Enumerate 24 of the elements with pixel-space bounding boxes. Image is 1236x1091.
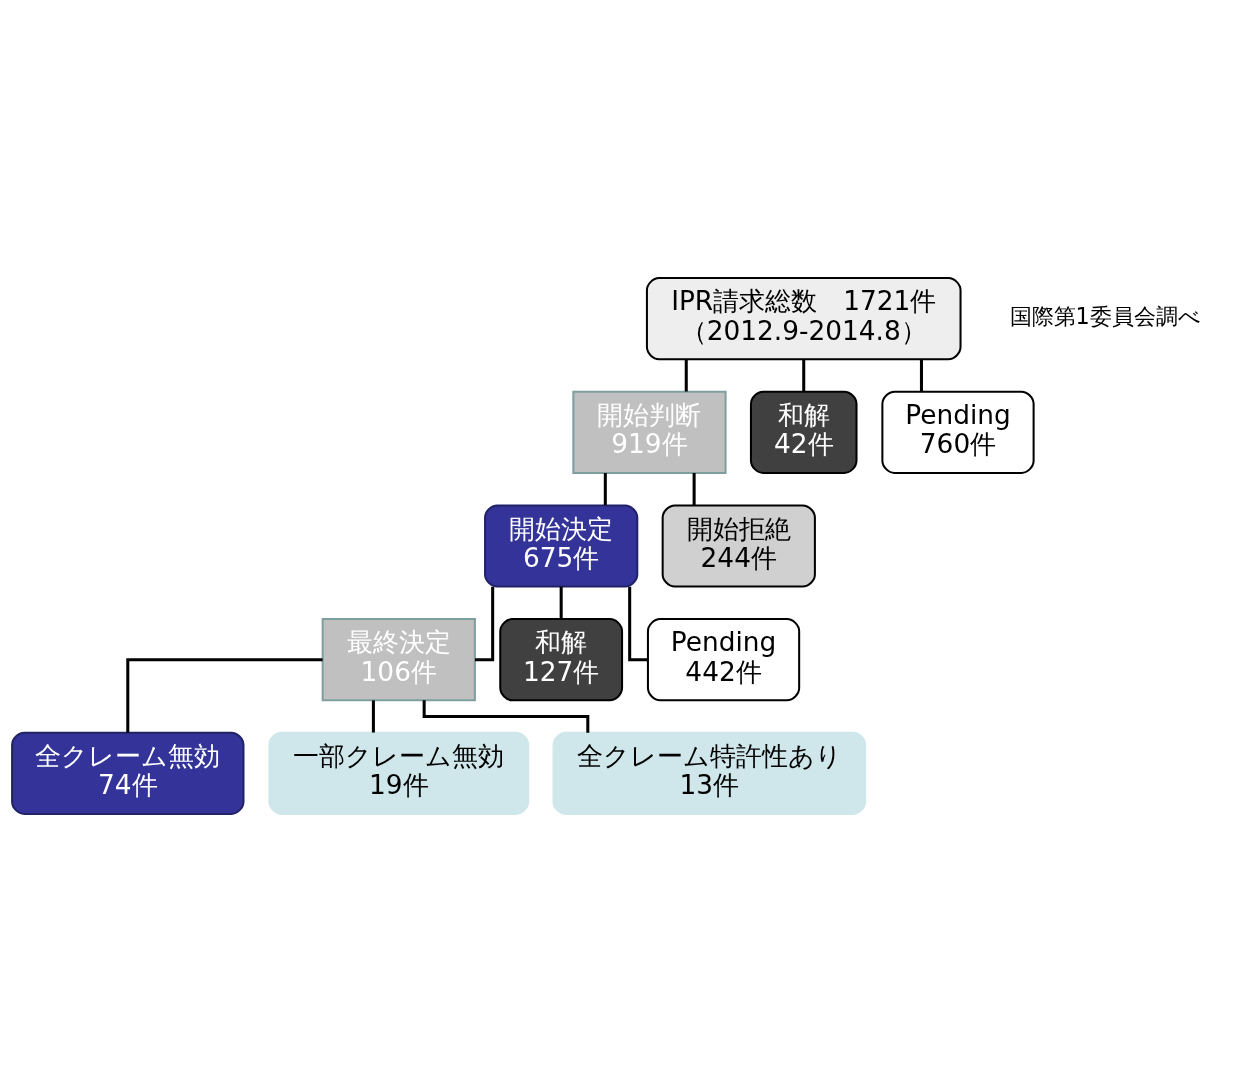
node-box: 全クレーム無効 74件 (11, 731, 245, 815)
connector (684, 358, 688, 391)
label: 国際第1委員会調べ (1009, 302, 1201, 329)
node-box: 全クレーム特許性あり 13件 (552, 731, 867, 815)
connector (603, 472, 607, 505)
connector (371, 699, 375, 733)
connector (919, 358, 923, 391)
connector (126, 657, 323, 733)
connector (628, 586, 648, 661)
node-box: IPR請求総数 1721件 （2012.9-2014.8） (645, 276, 962, 360)
connector (475, 586, 495, 661)
connector (802, 358, 806, 391)
node-box: 和解 127件 (499, 617, 624, 701)
node-box: 一部クレーム無効 19件 (268, 731, 530, 815)
connector (422, 699, 590, 733)
node-box: 開始決定 675件 (484, 503, 639, 588)
node-box: 開始判断 919件 (572, 390, 727, 474)
node-box: Pending 442件 (646, 617, 801, 701)
node-box: 開始拒絶 244件 (661, 503, 816, 588)
node-box: 最終決定 106件 (321, 617, 476, 701)
node-box: 和解 42件 (749, 390, 858, 474)
connector (692, 472, 696, 505)
node-box: Pending 760件 (881, 390, 1035, 474)
connector (559, 586, 563, 619)
